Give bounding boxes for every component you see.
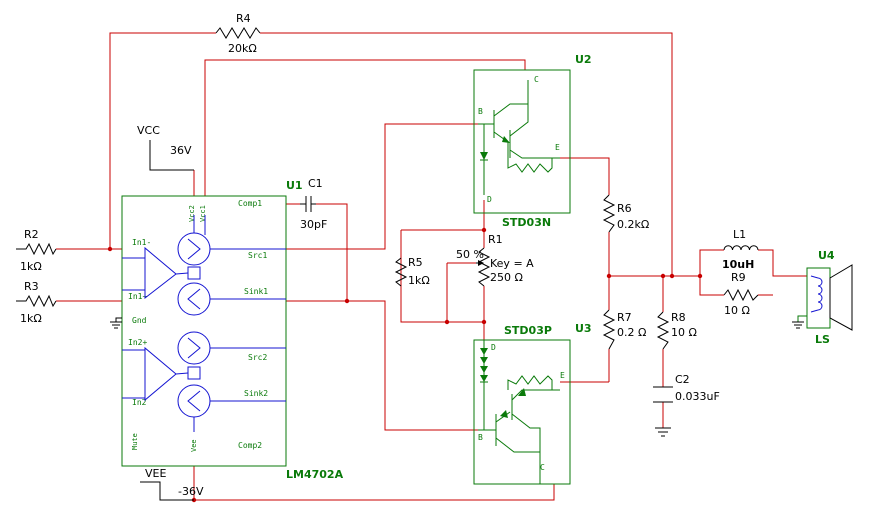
capacitor-c1[interactable]: C1 30pF	[300, 177, 327, 231]
r5-ref: R5	[408, 256, 423, 269]
pin-sink2: Sink2	[244, 389, 268, 398]
r4-ref: R4	[236, 12, 251, 25]
r7-ref: R7	[617, 311, 632, 324]
pin-in2p: In2+	[128, 338, 147, 347]
r7-value: 0.2 Ω	[617, 326, 646, 339]
r5-value: 1kΩ	[408, 274, 430, 287]
u1-part: LM4702A	[286, 468, 344, 481]
r2-value: 1kΩ	[20, 260, 42, 273]
ground-icon	[655, 427, 671, 437]
vee-ref: VEE	[145, 467, 166, 480]
pin-comp2: Comp2	[238, 441, 262, 450]
u3-part: STD03P	[504, 324, 552, 337]
ic-u1-lm4702a[interactable]: U1 LM4702A In1- In1+ Gnd In2+ In2 Mute V…	[110, 179, 344, 481]
transistor-u3-std03p[interactable]: U3 STD03P B C E D	[473, 322, 592, 485]
pin-src1: Src1	[248, 251, 267, 260]
inductor-l1[interactable]: L1 10uH	[722, 228, 759, 271]
u4-part: LS	[815, 333, 830, 346]
r8-ref: R8	[671, 311, 686, 324]
pin-comp1: Comp1	[238, 199, 262, 208]
u2-pin-c: C	[534, 75, 539, 84]
resistor-r5[interactable]: R5 1kΩ	[394, 256, 430, 287]
u2-part: STD03N	[502, 216, 551, 229]
u3-pin-e: E	[560, 371, 565, 380]
transistor-u2-std03n[interactable]: U2 STD03N B C E D	[473, 53, 592, 229]
u1-ref: U1	[286, 179, 303, 192]
r2-ref: R2	[24, 228, 39, 241]
r3-ref: R3	[24, 280, 39, 293]
r9-value: 10 Ω	[724, 304, 750, 317]
c1-ref: C1	[308, 177, 323, 190]
pin-in1m: In1-	[132, 238, 151, 247]
resistor-r2[interactable]: R2 1kΩ	[16, 228, 57, 273]
pin-in2m: In2	[132, 398, 147, 407]
vee-value: -36V	[178, 485, 204, 498]
r6-ref: R6	[617, 202, 632, 215]
vcc-value: 36V	[170, 144, 192, 157]
junctions	[107, 227, 703, 503]
l1-value: 10uH	[722, 258, 754, 271]
u2-pin-d: D	[487, 195, 492, 204]
u3-pin-d: D	[491, 343, 496, 352]
resistor-r8[interactable]: R8 10 Ω	[656, 311, 697, 350]
r1-ref: R1	[488, 233, 503, 246]
wires	[56, 32, 807, 501]
resistor-r3[interactable]: R3 1kΩ	[16, 280, 57, 325]
c2-value: 0.033uF	[675, 390, 720, 403]
r3-value: 1kΩ	[20, 312, 42, 325]
resistor-r4[interactable]: R4 20kΩ	[215, 12, 261, 55]
pin-vcc1: Vcc1	[199, 205, 207, 222]
vcc-ref: VCC	[137, 124, 160, 137]
pin-in1p: In1+	[128, 292, 147, 301]
u2-ref: U2	[575, 53, 592, 66]
pin-sink1: Sink1	[244, 287, 268, 296]
r1-key: Key = A	[490, 257, 534, 270]
u2-pin-b: B	[478, 107, 483, 116]
u3-pin-b: B	[478, 433, 483, 442]
r6-value: 0.2kΩ	[617, 218, 649, 231]
resistor-r9[interactable]: R9 10 Ω	[723, 271, 759, 317]
u3-ref: U3	[575, 322, 592, 335]
r8-value: 10 Ω	[671, 326, 697, 339]
pin-gnd: Gnd	[132, 316, 147, 325]
r4-value: 20kΩ	[228, 42, 257, 55]
pin-vcc2: Vcc2	[188, 205, 196, 222]
pin-src2: Src2	[248, 353, 267, 362]
r1-percent: 50 %	[456, 248, 484, 261]
resistor-r6[interactable]: R6 0.2kΩ	[602, 194, 649, 233]
loudspeaker-u4[interactable]: U4 LS	[792, 249, 853, 346]
u2-pin-e: E	[555, 143, 560, 152]
pin-mute: Mute	[131, 433, 139, 450]
c2-ref: C2	[675, 373, 690, 386]
u4-ref: U4	[818, 249, 835, 262]
resistor-r7[interactable]: R7 0.2 Ω	[602, 309, 646, 350]
c1-value: 30pF	[300, 218, 327, 231]
vee-source[interactable]: VEE -36V	[140, 467, 204, 501]
r9-ref: R9	[731, 271, 746, 284]
potentiometer-r1[interactable]: R1 50 % Key = A 250 Ω	[456, 233, 534, 287]
l1-ref: L1	[733, 228, 746, 241]
pin-vee: Vee	[190, 439, 198, 452]
vcc-source[interactable]: VCC 36V	[137, 124, 194, 171]
capacitor-c2[interactable]: C2 0.033uF	[653, 373, 720, 403]
r1-value: 250 Ω	[490, 271, 523, 284]
u1-internal-circuit	[122, 215, 286, 432]
u3-pin-c: C	[540, 463, 545, 472]
